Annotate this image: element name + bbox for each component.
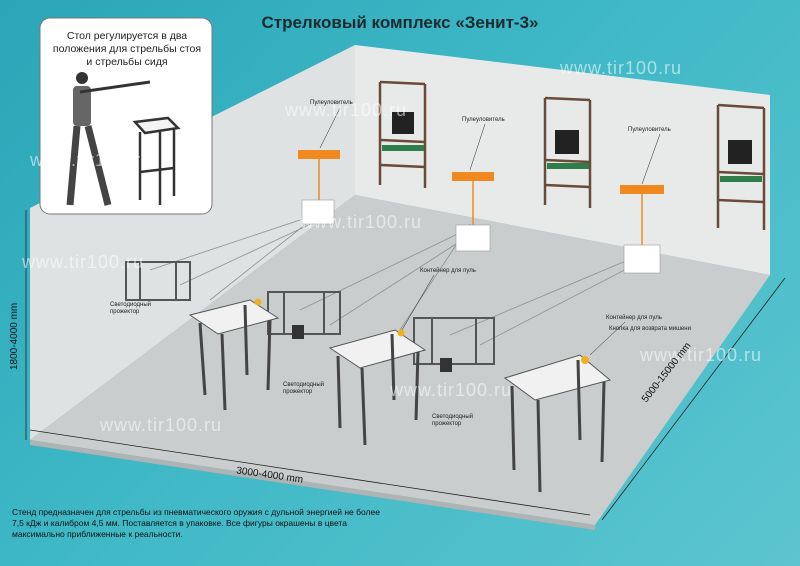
back-wall xyxy=(30,45,355,440)
floor-shadow xyxy=(30,440,595,530)
target-cables xyxy=(149,204,641,346)
target-carrier-1 xyxy=(298,150,340,225)
target-carrier-3 xyxy=(620,185,664,274)
led-projector-label-1: Светодиодный прожектор xyxy=(110,302,152,315)
watermark: www.tir100.ru xyxy=(390,380,513,400)
shooter-figure xyxy=(66,72,151,206)
catcher-rail-3 xyxy=(720,176,762,182)
target-return-button-label: Кнопка для возврата мишени xyxy=(609,326,691,332)
target-3 xyxy=(728,140,752,164)
shooting-frame-1 xyxy=(125,261,191,301)
led-projector-label-3: Светодиодный прожектор xyxy=(432,414,474,427)
bullet-container-label-1: Контейнер для пуль xyxy=(420,268,476,274)
target-1 xyxy=(392,112,414,134)
led-projector-label-2: Светодиодный прожектор xyxy=(283,382,325,395)
watermark: www.tir100.ru xyxy=(30,150,153,170)
shooting-table-2 xyxy=(328,329,452,446)
catcher-rail-1 xyxy=(382,145,424,151)
length-dimension-line xyxy=(601,277,786,521)
width-dimension-line xyxy=(29,429,591,516)
watermark: www.tir100.ru xyxy=(285,100,408,120)
bullet-catcher-stand-3 xyxy=(716,103,766,230)
inset-table xyxy=(132,116,181,205)
bullet-container-label-2: Контейнер для пуль xyxy=(606,315,662,321)
bullet-container-dot-2 xyxy=(397,329,405,337)
bullet-catcher-label-2: Пулеуловитель xyxy=(462,117,505,123)
height-dimension-label: 1800-4000 mm xyxy=(9,302,20,370)
catcher-rail-2 xyxy=(547,163,589,169)
inset-caption: Стол регулируется в два положения для ст… xyxy=(52,30,202,68)
watermark: www.tir100.ru xyxy=(300,212,423,232)
target-2 xyxy=(555,130,579,154)
shooting-table-3 xyxy=(503,354,612,493)
floor xyxy=(30,195,770,525)
watermark: www.tir100.ru xyxy=(560,58,683,78)
bullet-catcher-stand-1 xyxy=(378,80,427,188)
description-note: Стенд предназначен для стрельбы из пневм… xyxy=(12,507,380,539)
target-carrier-2 xyxy=(452,172,494,252)
inset-panel xyxy=(39,17,213,215)
bullet-catcher-label-3: Пулеуловитель xyxy=(628,127,671,133)
bullet-container-dot-1 xyxy=(254,298,262,306)
watermark: www.tir100.ru xyxy=(22,252,145,272)
bullet-catcher-stand-2 xyxy=(543,96,592,208)
shooting-table-1 xyxy=(188,299,304,411)
watermark: www.tir100.ru xyxy=(640,345,763,365)
shooting-frame-3 xyxy=(413,317,495,365)
bullet-catcher-label-1: Пулеуловитель xyxy=(310,100,353,106)
watermark: www.tir100.ru xyxy=(100,415,223,435)
page-title: Стрелковый комплекс «Зенит-3» xyxy=(261,13,539,32)
